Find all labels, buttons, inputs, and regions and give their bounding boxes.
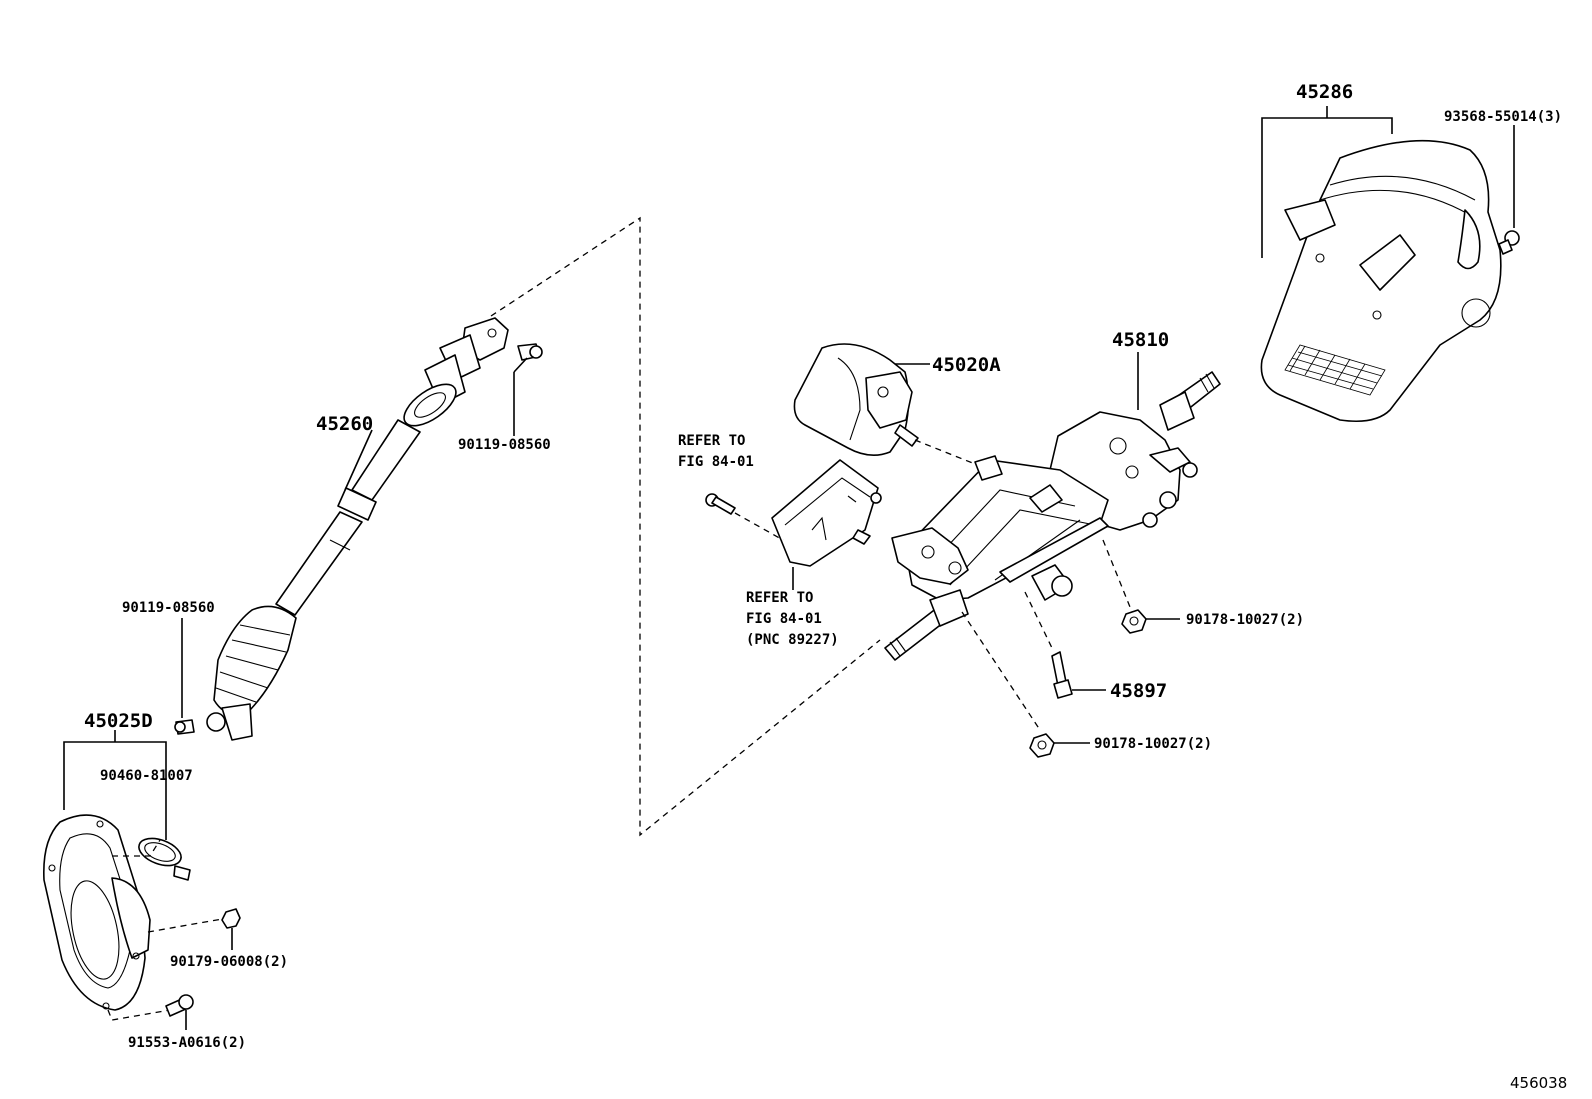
nut-90178-a[interactable]: [1121, 609, 1147, 634]
refer2-line2[interactable]: FIG 84-01: [746, 611, 822, 627]
screw-module[interactable]: [705, 493, 736, 515]
dashed-nut-b: [961, 611, 1041, 731]
label-45020a[interactable]: 45020A: [932, 354, 1001, 376]
clamp-90460[interactable]: [135, 833, 191, 881]
nut-90179[interactable]: [221, 908, 241, 929]
leader-90119-top-tip: [513, 357, 528, 373]
label-90178-b[interactable]: 90178-10027(2): [1094, 736, 1212, 752]
label-90179[interactable]: 90179-06008(2): [170, 954, 288, 970]
dashed-nut-a: [1102, 539, 1133, 613]
dashed-clamp: [112, 839, 161, 857]
label-45286[interactable]: 45286: [1296, 81, 1353, 103]
assembly-dashed-outline: [490, 216, 881, 837]
refer1-line2[interactable]: FIG 84-01: [678, 454, 754, 470]
bolt-90119-left[interactable]: [174, 719, 195, 735]
refer2-line3[interactable]: (PNC 89227): [746, 632, 839, 648]
label-90178-a[interactable]: 90178-10027(2): [1186, 612, 1304, 628]
screw-93568[interactable]: [1498, 125, 1520, 255]
leader-45260: [344, 429, 373, 491]
steering-lock-45020a[interactable]: [793, 343, 919, 456]
label-90119-top[interactable]: 90119-08560: [458, 437, 551, 453]
dashed-module-screw: [734, 512, 784, 541]
label-45810[interactable]: 45810: [1112, 329, 1169, 351]
bolt-90119-top[interactable]: [517, 343, 543, 361]
refer2-line1[interactable]: REFER TO: [746, 590, 813, 606]
dash-cover-45025d[interactable]: [43, 814, 151, 1011]
label-45025d[interactable]: 45025D: [84, 710, 153, 732]
dashed-bolt-91553: [107, 1009, 171, 1021]
dashed-nut-90179: [147, 917, 229, 933]
bolt-91553[interactable]: [165, 994, 194, 1017]
bolt-45897[interactable]: [1051, 651, 1073, 699]
nut-90178-b[interactable]: [1029, 733, 1055, 758]
column-cover-45286[interactable]: [1260, 139, 1502, 423]
label-90460[interactable]: 90460-81007: [100, 768, 193, 784]
dashed-45020a: [914, 439, 986, 469]
label-91553[interactable]: 91553-A0616(2): [128, 1035, 246, 1051]
refer1-line1[interactable]: REFER TO: [678, 433, 745, 449]
label-90119-left[interactable]: 90119-08560: [122, 600, 215, 616]
steering-column-45810[interactable]: [884, 371, 1221, 661]
label-45897[interactable]: 45897: [1110, 680, 1167, 702]
figure-number: 456038: [1510, 1074, 1567, 1092]
dashed-bolt-45897: [1024, 591, 1053, 649]
intermediate-shaft-45260[interactable]: [206, 317, 509, 741]
cover-grille: [1284, 344, 1386, 396]
label-45260[interactable]: 45260: [316, 413, 373, 435]
ecu-module[interactable]: [771, 459, 882, 567]
label-93568[interactable]: 93568-55014(3): [1444, 109, 1562, 125]
